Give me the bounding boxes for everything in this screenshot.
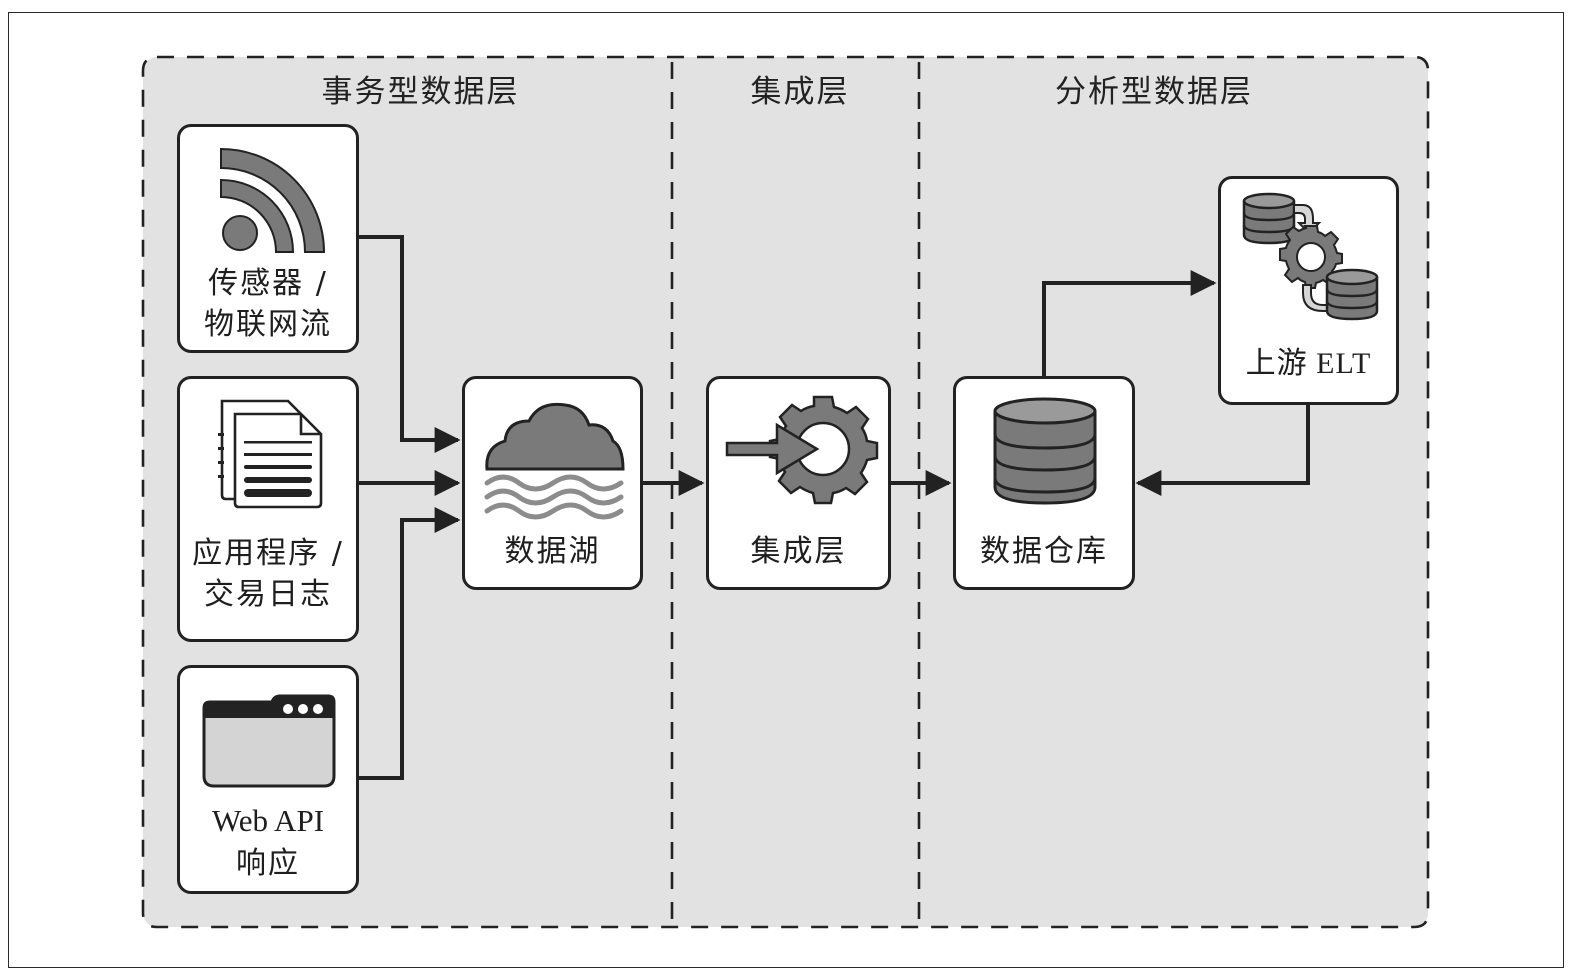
node-warehouse[interactable]: 数据仓库 bbox=[953, 376, 1135, 590]
connectors bbox=[358, 235, 1310, 780]
database-icon bbox=[993, 397, 1097, 505]
node-apps-line2: 交易日志 bbox=[204, 577, 332, 613]
database-transform-icon bbox=[1242, 192, 1379, 321]
edge-sensors-datalake bbox=[358, 235, 461, 453]
node-sensors-line2: 物联网流 bbox=[204, 307, 332, 343]
edge-elt-warehouse bbox=[1135, 404, 1310, 496]
layer-title-transactional: 事务型数据层 bbox=[321, 74, 520, 110]
node-webapi-line1: Web API bbox=[211, 803, 325, 838]
node-apps[interactable]: 应用程序 / 交易日志 bbox=[177, 376, 359, 642]
node-datalake-label: 数据湖 bbox=[504, 534, 601, 569]
layer-title-integration: 集成层 bbox=[750, 74, 850, 110]
layer-borders bbox=[141, 55, 1430, 929]
edge-webapi-datalake bbox=[358, 507, 461, 780]
node-apps-line1: 应用程序 / bbox=[192, 536, 344, 571]
browser-window-icon bbox=[202, 694, 336, 788]
node-integration-label: 集成层 bbox=[750, 534, 847, 569]
node-sensors-line1: 传感器 / bbox=[208, 266, 328, 301]
node-datalake[interactable]: 数据湖 bbox=[462, 376, 643, 590]
node-integration[interactable]: 集成层 bbox=[706, 376, 891, 590]
node-sensors-label: 传感器 / 物联网流 bbox=[180, 263, 356, 346]
rss-feed-icon bbox=[220, 147, 326, 253]
node-elt[interactable]: 上游 ELT bbox=[1218, 176, 1399, 405]
node-warehouse-label: 数据仓库 bbox=[980, 534, 1108, 569]
node-elt-label: 上游 ELT bbox=[1245, 347, 1372, 380]
edge-warehouse-elt bbox=[1042, 270, 1217, 376]
node-webapi[interactable]: Web API 响应 bbox=[177, 665, 359, 894]
node-apps-label: 应用程序 / 交易日志 bbox=[180, 533, 356, 616]
cloud-lake-icon bbox=[484, 402, 625, 520]
layer-title-analytical: 分析型数据层 bbox=[1055, 74, 1253, 110]
documents-icon bbox=[218, 399, 323, 509]
layer-outer-border bbox=[141, 55, 1430, 929]
node-webapi-line2: 响应 bbox=[236, 845, 300, 881]
node-sensors[interactable]: 传感器 / 物联网流 bbox=[177, 124, 359, 353]
node-webapi-label: Web API 响应 bbox=[180, 800, 356, 884]
gear-arrow-icon bbox=[725, 395, 879, 505]
